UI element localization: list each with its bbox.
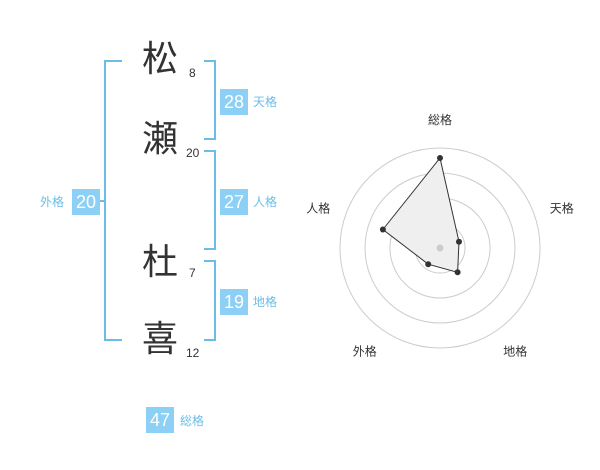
gaikaku-label: 外格 bbox=[40, 195, 65, 209]
radar-ring bbox=[339, 147, 541, 349]
radar-data-polygon bbox=[382, 156, 460, 273]
name-char-2: 瀬 bbox=[142, 119, 179, 160]
chikaku-score-badge: 19 bbox=[220, 289, 248, 315]
gaikaku-stem bbox=[98, 200, 106, 202]
name-char-1: 松 bbox=[142, 39, 179, 80]
radar-axis-label: 人格 bbox=[306, 200, 330, 215]
tenkaku-score-badge: 28 bbox=[220, 89, 248, 115]
radar-point bbox=[437, 155, 443, 161]
stroke-count-2: 20 bbox=[186, 146, 200, 160]
tenkaku-bracket bbox=[204, 60, 216, 140]
radar-point bbox=[379, 226, 386, 233]
radar-axis-label: 外格 bbox=[353, 344, 377, 359]
stroke-count-1: 8 bbox=[189, 66, 196, 80]
name-char-3: 杜 bbox=[142, 242, 179, 283]
radar-axis-label: 天格 bbox=[550, 200, 574, 215]
radar-axis-label: 総格 bbox=[428, 112, 452, 127]
stroke-count-4: 12 bbox=[186, 346, 200, 360]
radar-axis-label: 地格 bbox=[503, 344, 527, 359]
gaikaku-score-badge: 20 bbox=[72, 189, 100, 215]
radar-center-dot bbox=[436, 244, 444, 252]
chikaku-bracket bbox=[204, 260, 216, 341]
tenkaku-label: 天格 bbox=[253, 95, 278, 109]
soukaku-score-badge: 47 bbox=[146, 407, 174, 433]
radar-point bbox=[454, 269, 461, 276]
jinkaku-score-badge: 27 bbox=[220, 189, 248, 215]
stroke-count-3: 7 bbox=[189, 266, 196, 280]
jinkaku-bracket bbox=[204, 150, 216, 250]
soukaku-label: 総格 bbox=[180, 414, 205, 428]
radar-points bbox=[379, 155, 462, 276]
jinkaku-label: 人格 bbox=[253, 195, 278, 209]
radar-point bbox=[456, 238, 462, 245]
name-char-4: 喜 bbox=[142, 319, 179, 360]
radar-point bbox=[425, 261, 432, 268]
gaikaku-bracket bbox=[104, 60, 122, 341]
chikaku-label: 地格 bbox=[253, 295, 278, 309]
